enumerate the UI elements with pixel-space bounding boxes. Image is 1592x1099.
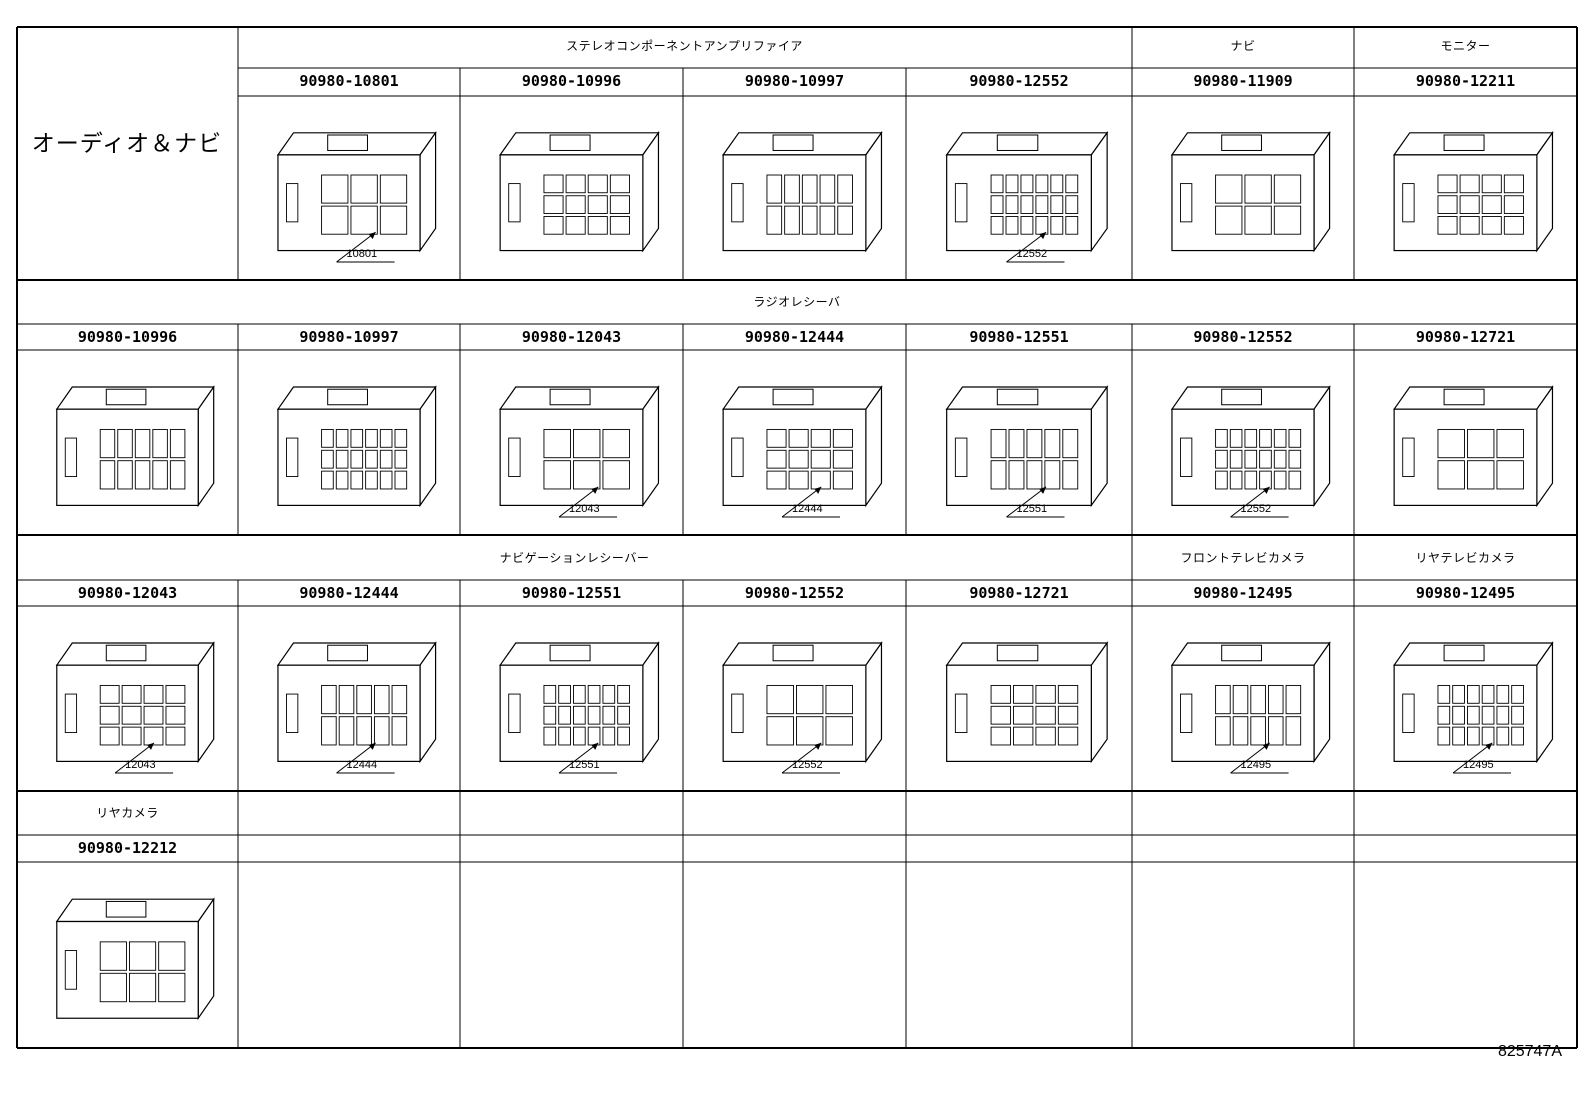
part-number: 90980-10996 [77,328,178,346]
main-title: オーディオ＆ナビ [31,131,223,157]
connector-drawing-icon [498,130,660,253]
callout-label: 12551 [1016,503,1048,515]
connector-drawing-icon [1170,641,1331,764]
part-number: 90980-11909 [1193,72,1293,90]
section-header-stereo-amp: ステレオコンポーネントアンプリファイア [566,39,803,53]
connector-drawing-icon [498,641,660,764]
connector-drawing-icon [276,385,437,508]
part-number: 90980-10997 [299,328,399,346]
part-number: 90980-12043 [521,328,622,346]
part-number: 90980-12552 [969,72,1069,90]
part-number: 90980-10996 [521,72,622,90]
part-number: 90980-12551 [521,584,622,602]
part-number: 90980-12444 [299,584,399,602]
connector-drawing-icon [498,385,660,508]
part-number: 90980-12495 [1415,584,1516,602]
callout-label: 12552 [792,759,823,771]
connector-drawing-icon [721,385,883,508]
callout-label: 12444 [792,503,823,515]
part-number: 90980-12551 [969,328,1069,346]
part-number: 90980-10801 [299,72,399,90]
figure-id: 825747A [1497,1043,1562,1060]
connector-drawing-icon [1170,385,1331,508]
section-header-radio-receiver: ラジオレシーバ [753,295,841,309]
part-number: 90980-12552 [1193,328,1293,346]
connector-drawing-icon [721,130,883,253]
callout-leader-line [336,231,395,263]
part-number: 90980-10997 [744,72,845,90]
connector-drawing-icon [1392,130,1554,253]
callout-label: 12552 [1240,503,1272,515]
connector-drawing-icon [945,130,1109,253]
callout-label: 12495 [1240,759,1272,771]
callout-leader-line [114,742,174,774]
connector-drawing-icon [55,641,215,764]
callout-label: 12444 [346,759,378,771]
callout-leader-line [558,742,618,774]
callout-leader-line [336,742,395,774]
connector-drawing-icon [721,641,883,764]
callout-leader-line [1452,742,1512,774]
part-number: 90980-12495 [1193,584,1293,602]
part-number: 90980-12721 [1415,328,1516,346]
part-number: 90980-12552 [744,584,845,602]
callout-leader-line [1230,742,1289,774]
section-header-rear-tv-camera: リヤテレビカメラ [1415,551,1516,565]
section-header-front-tv-camera: フロントテレビカメラ [1180,551,1306,565]
part-number: 90980-12211 [1415,72,1516,90]
callout-leader-line [1006,231,1065,263]
connector-drawing-icon [55,897,215,1021]
connector-drawing-icon [55,385,215,508]
section-header-navi: ナビ [1230,39,1256,53]
connector-drawing-icon [276,130,437,253]
callout-leader-line [1006,486,1065,518]
callout-leader-line [781,742,841,774]
connector-drawing-icon [945,385,1109,508]
connector-drawing-icon [276,641,437,764]
callout-leader-line [558,486,618,518]
connector-drawing-icon [1170,130,1331,253]
callout-label: 12551 [569,759,600,771]
callout-leader-line [781,486,841,518]
callout-label: 10801 [346,248,378,260]
section-header-monitor: モニター [1440,39,1491,53]
part-number: 90980-12721 [969,584,1069,602]
part-number: 90980-12212 [77,839,178,857]
part-number: 90980-12444 [744,328,845,346]
callout-label: 12043 [125,759,156,771]
connector-drawing-icon [945,641,1109,764]
callout-label: 12495 [1463,759,1494,771]
callout-leader-line [1230,486,1289,518]
connector-drawing-icon [1392,641,1554,764]
section-header-rear-camera: リヤカメラ [96,806,159,820]
section-header-navigation-receiver: ナビゲーションレシーバー [499,551,650,565]
callout-label: 12552 [1016,248,1048,260]
callout-label: 12043 [569,503,600,515]
part-number: 90980-12043 [77,584,178,602]
connector-drawing-icon [1392,385,1554,508]
